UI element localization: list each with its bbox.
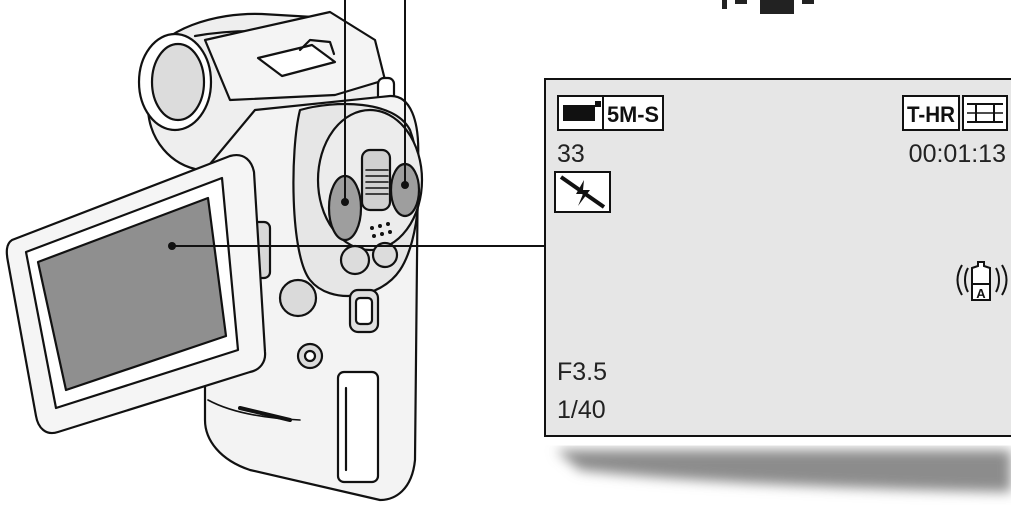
lcd-display-detail: 5M-S 33 T-HR 00:01:13 A [544, 78, 1011, 492]
shutter-speed-value: 1/40 [557, 396, 606, 424]
video-mode-badge: T-HR [907, 102, 955, 127]
resolution-badge-frame [602, 95, 664, 131]
shots-remaining: 33 [557, 140, 585, 168]
aperture-value: F3.5 [557, 358, 607, 386]
svg-text:A: A [976, 286, 986, 301]
leader-lines [172, 0, 545, 247]
film-strip-icon [962, 95, 1008, 131]
flash-off-icon [554, 171, 611, 213]
battery-icon [557, 95, 604, 131]
top-housing [203, 10, 396, 110]
lcd-panel [544, 78, 1011, 437]
cropped-top-symbols [722, 0, 814, 14]
resolution-badge: 5M-S [607, 102, 659, 127]
grill-lines [365, 169, 389, 195]
recording-time: 00:01:13 [909, 140, 1006, 168]
video-mode-badge-frame [902, 95, 960, 131]
image-stabilizer-auto-icon: A [956, 261, 1008, 301]
camcorder-illustration [5, 10, 424, 502]
camera-body [203, 94, 424, 502]
mic-dots [370, 222, 392, 238]
leader-dots [168, 181, 409, 250]
